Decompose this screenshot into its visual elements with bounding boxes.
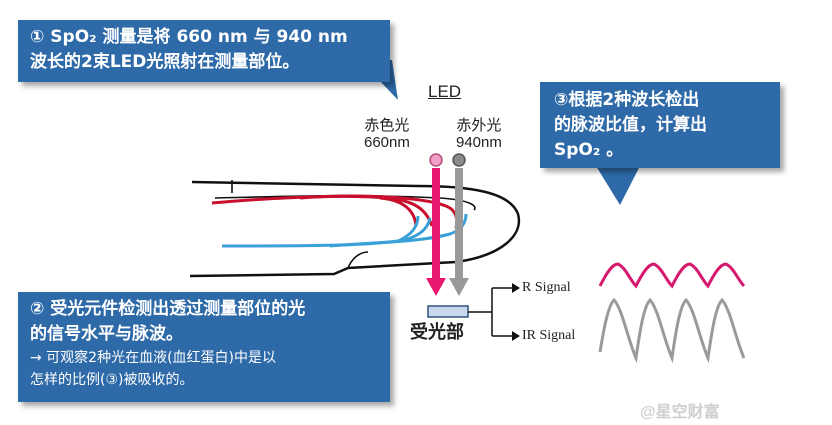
finger-joint [347, 251, 369, 269]
ir-waveform [598, 297, 746, 364]
ir-led [452, 153, 466, 167]
ir-light-wavelength: 940nm [456, 134, 502, 151]
signal-connectors [468, 287, 512, 337]
red-beam [432, 168, 440, 280]
veins [221, 213, 468, 248]
ir-light-name: 赤外光 [456, 117, 502, 134]
r-signal-arrow [512, 283, 520, 293]
callout3-line2: 的脉波比值，计算出 [554, 115, 707, 135]
ir-light-label: 赤外光 940nm [456, 117, 502, 151]
red-beam-arrowhead [426, 278, 446, 296]
receiver-label: 受光部 [410, 322, 464, 342]
callout1-line2: 波长的2束LED光照射在测量部位。 [30, 52, 300, 72]
red-light-wavelength: 660nm [364, 134, 410, 151]
callout3-line3: SpO₂ 。 [554, 140, 624, 160]
callout2-line3: → 可观察2种光在血液(血红蛋白)中是以 [30, 350, 277, 366]
callout1-line1: ① SpO₂ 测量是将 660 nm 与 940 nm [30, 27, 348, 47]
watermark: @星空财富 [640, 404, 720, 421]
callout-spo2-calculation: ③根据2种波长检出 的脉波比值，计算出 SpO₂ 。 [540, 82, 780, 168]
callout2-line2: 的信号水平与脉波。 [30, 324, 183, 344]
ir-signal-label: IR Signal [522, 328, 576, 343]
callout3-pointer [596, 166, 640, 205]
red-light-name: 赤色光 [364, 117, 410, 134]
callout3-line1: ③根据2种波长检出 [554, 90, 700, 110]
red-led [429, 153, 443, 167]
ir-beam-arrowhead [449, 278, 469, 296]
ir-signal-arrow [512, 331, 520, 341]
receiver-sensor [427, 305, 469, 318]
callout2-line1: ② 受光元件检测出透过测量部位的光 [30, 299, 306, 319]
callout-receiver-detection: ② 受光元件检测出透过测量部位的光 的信号水平与脉波。 → 可观察2种光在血液(… [18, 292, 390, 402]
led-label: LED [428, 82, 462, 101]
ir-beam [455, 168, 463, 280]
r-waveform [598, 262, 746, 289]
callout-measurement-intro: ① SpO₂ 测量是将 660 nm 与 940 nm 波长的2束LED光照射在… [18, 20, 390, 82]
red-light-label: 赤色光 660nm [364, 117, 410, 151]
arteries [211, 194, 459, 229]
callout2-line4: 怎样的比例(③)被吸收的。 [30, 372, 194, 388]
r-signal-label: R Signal [522, 280, 571, 295]
